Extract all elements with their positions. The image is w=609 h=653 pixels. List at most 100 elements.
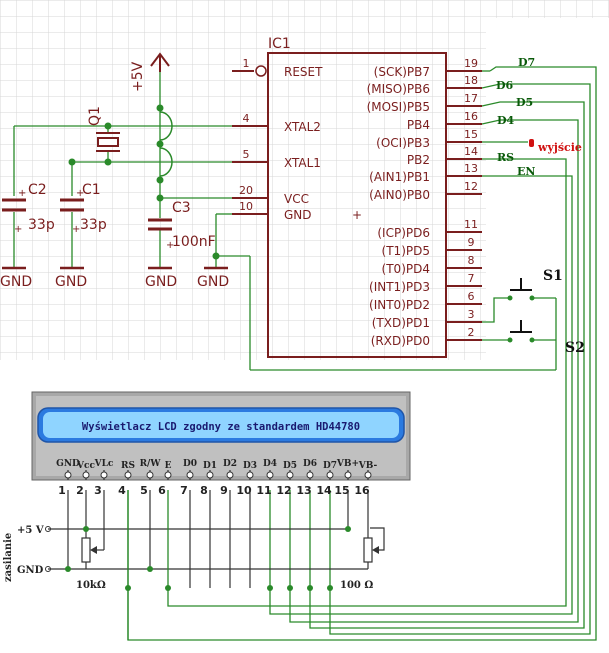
ic-left-pins [232,65,268,215]
lcd-pin-name: D7 [323,461,337,471]
capacitor-c2: + + [2,188,26,235]
lcd-pin-pad [100,471,108,479]
ic-pin-name: (SCK)PB7 [374,65,430,79]
ic-pin-number: 2 [468,326,475,339]
ic-pin-number: 12 [464,180,478,193]
gnd-label-1: GND [0,274,32,290]
lcd-pin-pad [164,471,172,479]
lcd-pin-pad [364,471,372,479]
ic-pin-number: 20 [239,184,253,197]
gnd-rail-label: GND [17,565,44,576]
ic-pin-number: 11 [464,218,478,231]
ic-pin-name: VCC [284,192,309,206]
lcd-pin-name: RS [121,461,135,471]
lcd-pin-pad [326,471,334,479]
ic-pin-number: 6 [468,290,475,303]
lcd-pin-pad [226,471,234,479]
lcd-pin-number: 7 [180,484,188,497]
ic-pin-number: 3 [468,308,475,321]
lcd-pin-number: 1 [58,484,66,497]
net-d4: D4 [497,114,515,127]
supply-label: +5V [130,61,146,92]
lcd-pin-name: R/W [140,459,162,469]
ic-pin-number: 16 [464,110,478,123]
lcd-pin-number: 16 [354,484,370,497]
lcd-pin-pad [266,471,274,479]
ic-pin-name: (T1)PD5 [382,244,430,258]
lcd-pin-group: GND1Vcc2VLc3RS4R/W5E6D07D18D29D310D411D5… [56,459,377,497]
ic-pin-name: (INT0)PD2 [369,298,430,312]
c2-name: C2 [28,182,47,198]
output-marker [529,139,534,147]
c2-value: 33p [28,217,55,233]
ic-pin-name: PB4 [407,118,430,132]
ic-pin-number: 9 [468,236,475,249]
lcd-pin-name: D5 [283,461,297,471]
junctions [68,104,220,260]
lcd-pin-pad [124,471,132,479]
lcd-pin-pad [344,471,352,479]
lcd-pin-name: VB+ [336,459,359,469]
lcd-pin-name: D6 [303,459,317,469]
lcd-module [31,391,411,481]
ic-pin-name: (OCI)PB3 [376,136,430,150]
ic-pin-name: XTAL1 [284,156,321,170]
lcd-display-text: Wyświetlacz LCD zgodny ze standardem HD4… [82,421,360,433]
ic-pin-number: 17 [464,92,478,105]
net-d5: D5 [516,96,533,109]
capacitor-c3: + [148,218,174,251]
supply-arrow [150,52,170,72]
net-d7: D7 [518,56,535,69]
lcd-pin-name: D3 [243,461,257,471]
ic-pin-number: 7 [468,272,475,285]
power-junctions [45,526,351,591]
ic-pin-name: (MISO)PB6 [367,82,430,96]
ic-pin-name: (T0)PD4 [382,262,430,276]
lcd-pin-number: 10 [236,484,252,497]
ic-pin-number: 4 [243,112,250,125]
lcd-pin-number: 3 [94,484,102,497]
lcd-pin-name: D4 [263,459,277,469]
ic-pin-name: RESET [284,65,323,79]
ic-pin-name: PB2 [407,153,430,167]
c1-name: C1 [82,182,101,198]
ic-pin-number: 19 [464,57,478,70]
svg-text:+: + [352,208,362,222]
ic-pin-name: (AIN1)PB1 [369,170,430,184]
lcd-pin-number: 8 [200,484,208,497]
gnd-label-2: GND [55,274,87,290]
svg-text:+: + [14,224,22,235]
ic-pin-name: (TXD)PD1 [372,316,430,330]
plus-5v-label: +5 V [17,525,44,536]
svg-text:+: + [72,224,80,235]
lcd-pin-name: D1 [203,461,217,471]
ic-pin-number: 14 [464,145,478,158]
lcd-pin-pad [306,471,314,479]
capacitor-c1: + + [60,188,84,235]
crystal-label: Q1 [87,106,103,126]
output-label: wyjście [537,141,582,154]
ic-pin-name: (RXD)PD0 [371,334,430,348]
lcd-pin-number: 5 [140,484,148,497]
lcd-pin-name: D2 [223,459,237,469]
lcd-pin-pad [82,471,90,479]
net-rs: RS [497,151,514,164]
switch-s2 [507,320,535,343]
grid-background [0,0,486,360]
svg-text:+: + [76,188,84,199]
lcd-pin-name: D0 [183,459,197,469]
power-side-label: zasilanie [3,533,14,582]
lcd-pin-number: 2 [76,484,84,497]
ic-pin-number: 10 [239,200,253,213]
ic-pin-name: (ICP)PD6 [377,226,430,240]
ic-pin-number: 13 [464,162,478,175]
pot1-label: 10kΩ [76,580,106,591]
c3-value: 100nF [172,234,216,250]
lcd-pin-number: 9 [220,484,228,497]
lcd-pin-pad [146,471,154,479]
ic-pin-name: (MOSI)PB5 [367,100,430,114]
ic-pin-name: XTAL2 [284,120,321,134]
ic-body [267,52,447,358]
